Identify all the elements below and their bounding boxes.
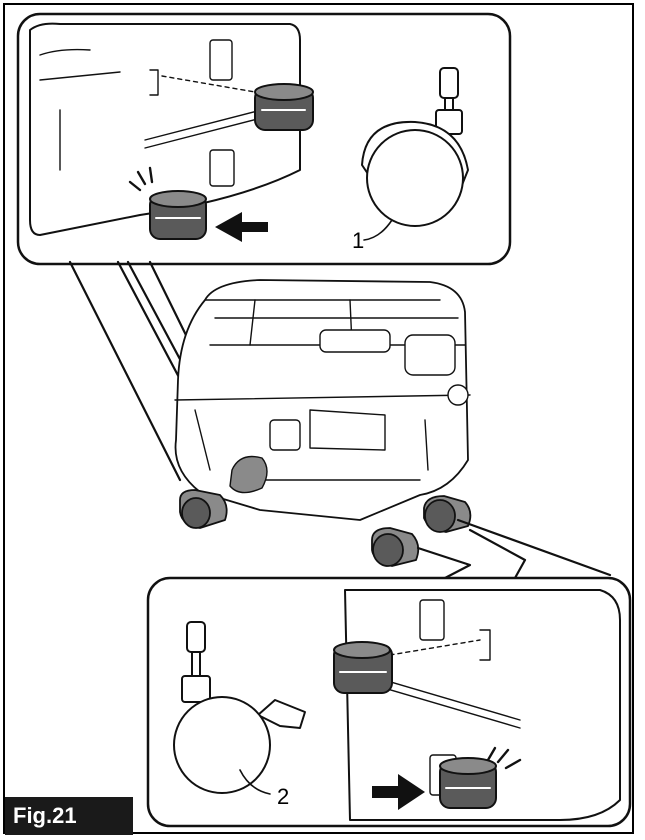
main-caster-rear-right — [423, 495, 472, 533]
figure-frame — [3, 3, 634, 834]
figure-label: Fig.21 — [5, 797, 133, 835]
bottom-leader-lines — [416, 518, 612, 580]
callout-1: 1 — [352, 228, 365, 253]
bottom-caster-detached — [333, 641, 393, 694]
arrow-right-icon — [372, 774, 425, 810]
caster-wheel-icon — [361, 67, 469, 241]
bottom-inset — [146, 576, 632, 828]
click-mark-icon — [128, 166, 154, 192]
bottom-caster-installed — [439, 757, 497, 809]
bottom-inset-body — [344, 589, 621, 821]
caster-brake-icon — [173, 621, 306, 795]
arrow-right-icon — [215, 212, 268, 242]
click-mark-icon — [486, 746, 522, 770]
callout-2: 2 — [277, 784, 290, 809]
main-caster-front-left — [179, 489, 228, 529]
top-caster-installed — [149, 190, 207, 240]
vacuum-unit — [174, 279, 472, 567]
main-caster-front-right — [371, 527, 420, 567]
top-inset — [16, 12, 512, 266]
top-caster-detached — [254, 83, 314, 131]
